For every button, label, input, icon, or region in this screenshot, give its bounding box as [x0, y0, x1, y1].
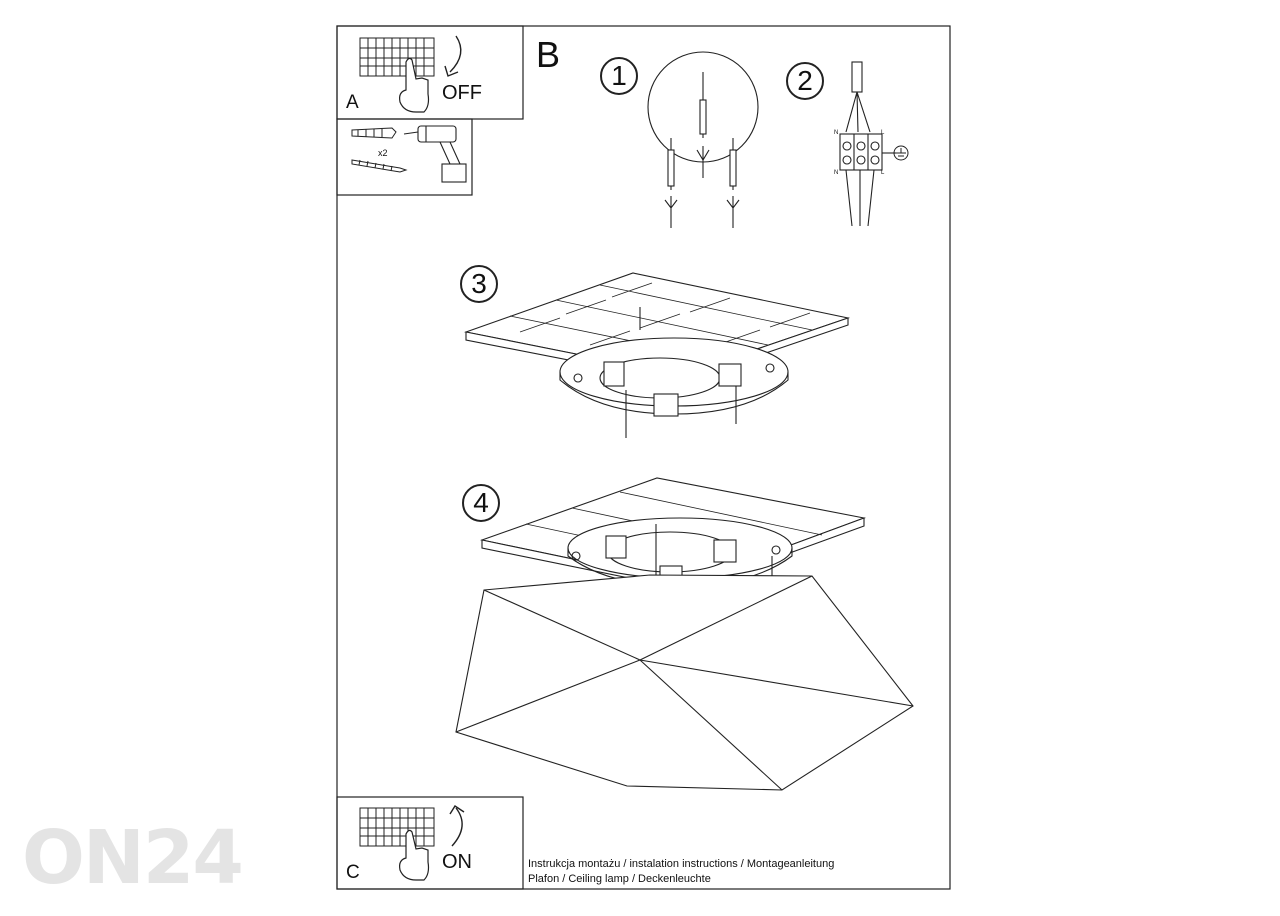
hand-icon	[399, 57, 430, 113]
page-frame	[336, 25, 951, 890]
hand-icon	[399, 829, 430, 881]
tools-panel-box	[336, 118, 473, 196]
caption-line-1: Instrukcja montażu / instalation instruc…	[528, 858, 835, 870]
panel-a-letter: A	[346, 92, 359, 113]
step2-drawing	[839, 61, 896, 227]
screw-icon	[351, 159, 408, 173]
wire-label-n-bottom: N	[834, 170, 839, 176]
step4-drawing	[455, 477, 914, 791]
caption-line-2: Plafon / Ceiling lamp / Deckenleuchte	[528, 873, 711, 885]
wire-label-l-top: L	[881, 130, 885, 136]
panel-b-letter: B	[536, 34, 561, 75]
panel-c-letter: C	[346, 862, 360, 883]
step-number-1: 1	[600, 57, 638, 95]
panel-c-action: ON	[442, 851, 472, 873]
step3-drawing	[463, 272, 851, 438]
panel-a-box	[336, 25, 524, 120]
step-number-2: 2	[786, 62, 824, 100]
watermark-logo: ON24	[22, 815, 244, 901]
wire-label-l-bottom: L	[881, 170, 885, 176]
panel-c-box	[336, 796, 524, 890]
drill-icon	[403, 125, 467, 183]
rotate-arrow-icon	[444, 35, 462, 77]
breaker-box-icon	[359, 37, 435, 77]
wire-label-n-top: N	[834, 130, 839, 136]
step-number-4: 4	[462, 484, 500, 522]
ground-symbol-icon	[893, 145, 909, 161]
step-number-3: 3	[460, 265, 498, 303]
wall-plug-icon	[351, 127, 397, 139]
tools-quantity: x2	[378, 148, 388, 158]
breaker-box-icon	[359, 807, 435, 847]
step1-drawing	[647, 51, 759, 228]
footer-caption: Instrukcja montażu / instalation instruc…	[528, 857, 834, 887]
rotate-arrow-icon	[449, 805, 465, 847]
panel-a-action: OFF	[442, 82, 482, 104]
